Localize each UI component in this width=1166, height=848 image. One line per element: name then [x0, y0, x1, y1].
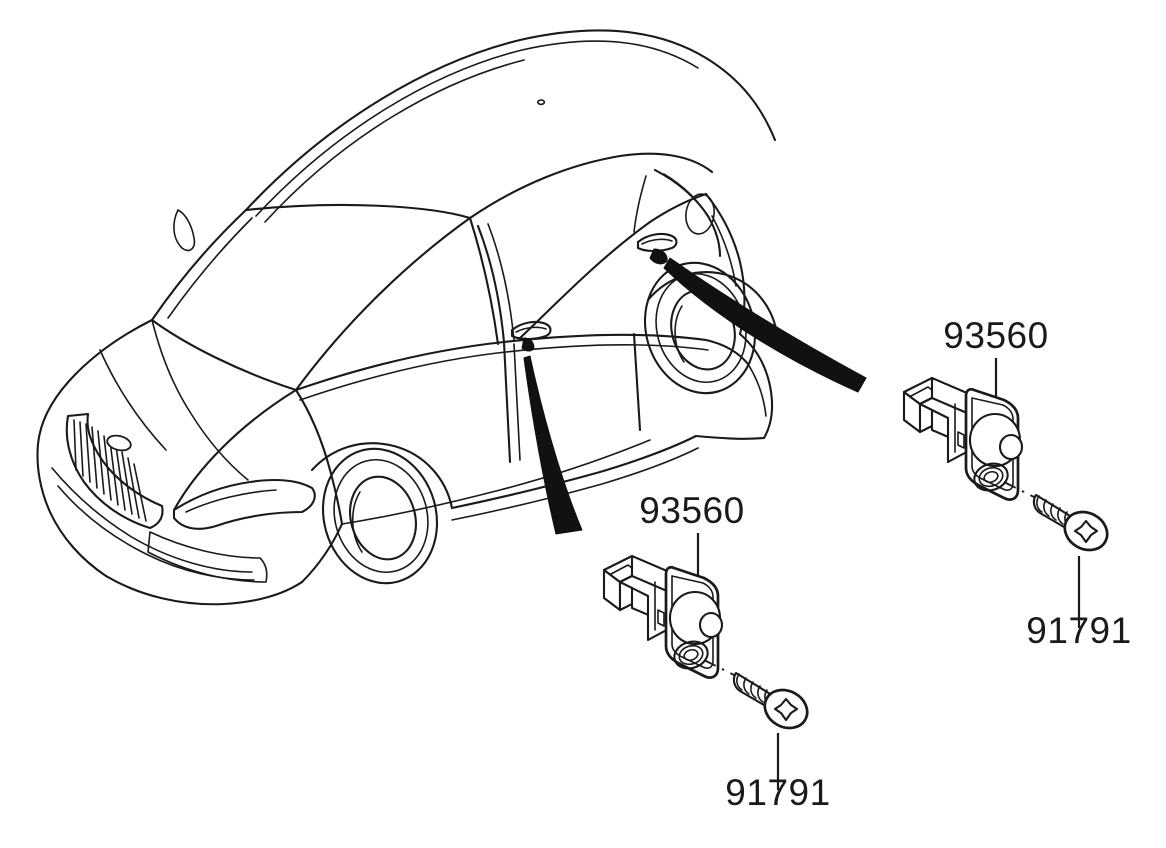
rear-door-handle-detail [641, 238, 673, 245]
rear-door-rear-edge [632, 332, 642, 432]
b-pillar-inner [487, 223, 515, 341]
front-door-callout-leader [523, 355, 583, 535]
front-door-handle-callout-dot [521, 337, 535, 352]
upper-screw-part-number: 91791 [1026, 610, 1131, 651]
front-fender-edge [294, 388, 344, 526]
front-fender-lower [300, 522, 344, 584]
headlight-inner [185, 489, 277, 513]
lower-assembly-centerline [703, 659, 753, 685]
front-bumper-lower [104, 574, 304, 606]
rear-quarter-upper [704, 338, 750, 366]
grille-outline [65, 412, 164, 530]
rear-wheel-arch [646, 271, 780, 344]
lower-air-intake [147, 531, 268, 583]
lower-switch-screw-boss-mid [678, 644, 704, 666]
hood-left-edge [36, 318, 154, 446]
upper-switch-screw-boss-mid [978, 466, 1004, 488]
a-pillar-rear [468, 216, 500, 346]
hood-crease-2 [99, 349, 167, 451]
beltline-lower [299, 344, 709, 401]
windshield [150, 203, 472, 392]
upper-screw [1032, 493, 1109, 552]
roofline-outer [244, 29, 777, 212]
upper-switch-flange-inner [971, 397, 1014, 491]
headlight [172, 478, 316, 530]
hood-crease [151, 319, 249, 481]
lower-switch-flange-inner [671, 575, 714, 669]
front-window-lower [518, 192, 708, 340]
front-fascia-left [36, 442, 108, 578]
front-rim [349, 475, 417, 561]
grille-slats [73, 419, 147, 522]
window-divider [633, 175, 647, 233]
upper-switch-latch-window [957, 431, 965, 449]
bumper-upper-crease [51, 467, 253, 573]
upper-assembly-centerline [1003, 481, 1053, 507]
upper-switch-screw-hole [983, 470, 999, 484]
lower-screw-phillips-recess-icon [773, 697, 799, 722]
rear-door-callout-leader [663, 257, 867, 393]
upper-screw-phillips-recess-icon [1073, 519, 1099, 544]
rear-quarter-window-inner [663, 173, 711, 221]
hood-right-edge [172, 388, 298, 512]
windshield-a-pillar-line [167, 217, 253, 319]
upper-switch-part-number: 93560 [943, 315, 1048, 356]
rear-hub-detail [674, 305, 685, 363]
front-door-rear-edge-inner [513, 343, 521, 461]
b-pillar [476, 224, 506, 344]
vehicle-illustration [36, 29, 780, 606]
front-door-rear-edge [502, 340, 512, 464]
lower-switch-screw-hole [683, 648, 699, 662]
rocker-panel-lower [451, 447, 699, 521]
lower-switch-screw-boss-outer [673, 640, 709, 670]
front-door-handle-detail [515, 326, 547, 333]
front-wheel-arch [310, 442, 454, 510]
roofline-inner [255, 40, 699, 217]
rear-door-handle [636, 232, 678, 253]
side-window-top [468, 152, 714, 220]
front-hub-detail [351, 491, 363, 553]
front-tire-outer [321, 447, 439, 585]
door-lower-crease [341, 439, 651, 525]
rear-body-edge-inner [747, 363, 767, 417]
rear-rocker-end [694, 434, 766, 440]
upper-switch-assembly [902, 376, 1024, 501]
roof-rail [264, 59, 525, 223]
lower-switch-plunger-tip [698, 611, 724, 639]
rear-body-edge [738, 332, 774, 440]
rear-door-handle-callout-dot [649, 248, 668, 265]
rocker-panel [450, 434, 698, 510]
upper-switch-plunger-tip [998, 433, 1024, 461]
lower-switch-part-number: 93560 [639, 490, 744, 531]
lower-switch-latch-window [657, 609, 665, 627]
roof-antenna-icon [537, 99, 546, 106]
c-pillar-inner [711, 215, 737, 287]
lower-switch-assembly [602, 554, 724, 679]
wiper-arm [173, 209, 196, 252]
upper-switch-screw-boss-outer [973, 462, 1009, 492]
fuel-filler-door [685, 193, 715, 235]
front-tire-inner [333, 458, 429, 574]
lower-screw-part-number: 91791 [725, 772, 830, 813]
lower-screw [732, 671, 809, 730]
brand-badge-icon [106, 434, 132, 452]
